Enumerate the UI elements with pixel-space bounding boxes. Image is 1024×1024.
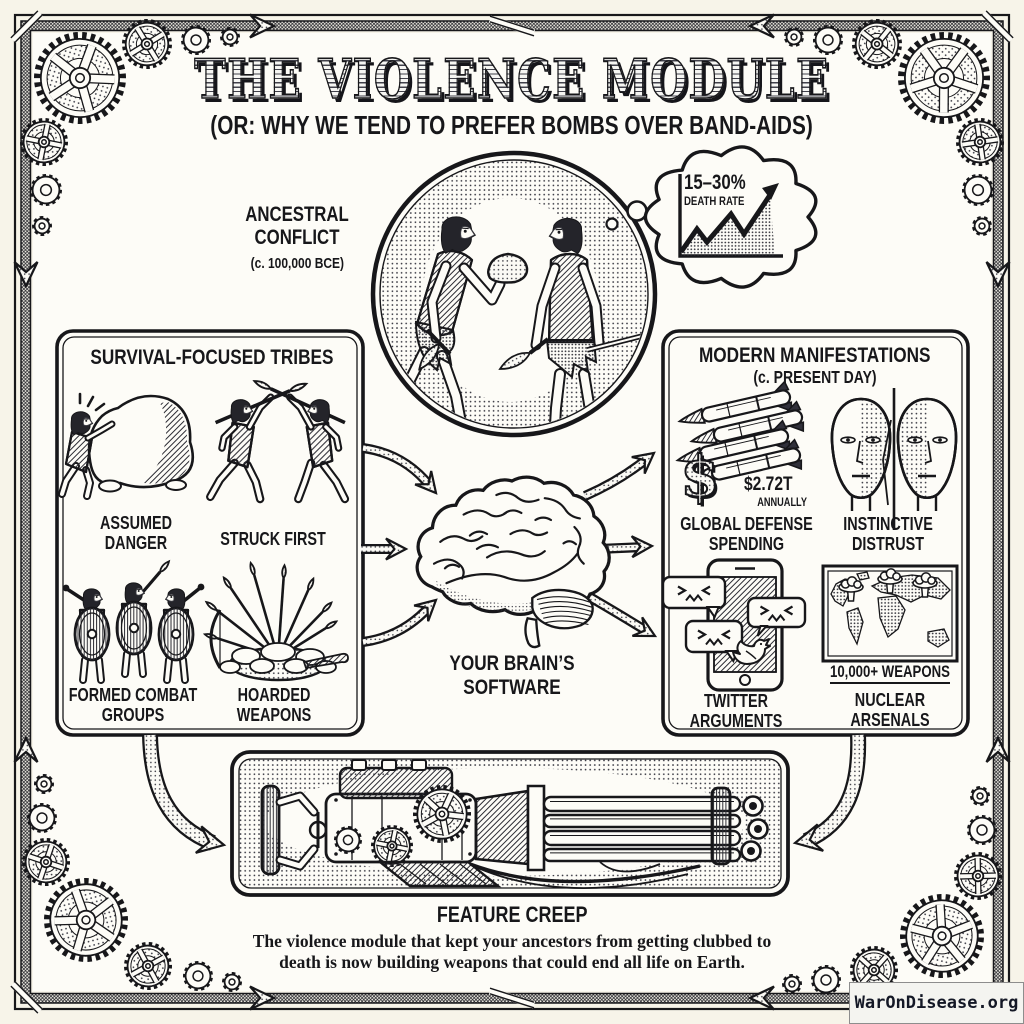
tribes-panel-title: SURVIVAL-FOCUSED TRIBES (90, 345, 334, 369)
dollar-sign-shadow: $ (683, 447, 722, 513)
world-map-mushroom-clouds-icon (821, 564, 959, 663)
gatling-gun-icon (260, 759, 769, 890)
dollar-sign: $ (681, 444, 720, 510)
ancestral-conflict-label: ANCESTRAL CONFLICT (245, 203, 349, 249)
modern-manifestations-panel: $$ (661, 329, 970, 737)
warriors-with-shields-icon (62, 559, 205, 684)
ancestral-conflict-era: (c. 100,000 BCE) (250, 255, 344, 272)
tribes-item-label-assumed-danger: ASSUMED DANGER (99, 513, 172, 553)
feature-creep-panel (230, 750, 790, 897)
death-rate-stat: 15–30% (684, 171, 746, 194)
page-title-text: THE VIOLENCE MODULE (194, 46, 830, 112)
modern-panel-subtitle: (c. PRESENT DAY) (753, 367, 877, 387)
page-title: THE VIOLENCE MODULE THE VIOLENCE MODULE (0, 46, 1024, 119)
pile-of-spears-icon (202, 560, 349, 682)
feature-creep-caption-line1: The violence module that kept your ances… (252, 931, 772, 951)
modern-item-label-instinctive-distrust: INSTINCTIVE DISTRUST (843, 514, 933, 554)
nuclear-weapons-stat: 10,000+ WEAPONS (790, 663, 990, 685)
spearmen-attacking-icon (206, 380, 350, 504)
phone-angry-tweets-icon (661, 558, 807, 692)
tribes-item-label-struck-first: STRUCK FIRST (220, 529, 326, 549)
twitter-bird-icon (732, 638, 771, 665)
defense-spending-stat: $2.72T (744, 473, 793, 495)
modern-panel-title: MODERN MANIFESTATIONS (699, 343, 931, 367)
page-title-shadow: THE VIOLENCE MODULE (198, 51, 833, 115)
tribes-item-label-hoarded-weapons: HOARDED WEAPONS (236, 685, 312, 725)
decorative-border (10, 10, 1014, 1014)
survival-tribes-panel (55, 329, 365, 737)
page-subtitle: (OR: WHY WE TEND TO PREFER BOMBS OVER BA… (210, 110, 814, 140)
modern-item-label-nuclear-arsenals: NUCLEAR ARSENALS (850, 690, 930, 730)
feature-creep-title: FEATURE CREEP (436, 902, 588, 927)
caveman-behind-rock-icon (58, 392, 195, 500)
death-rate-thought-bubble (605, 145, 818, 289)
modern-item-label-global-defense-spending: GLOBAL DEFENSE SPENDING (680, 514, 813, 554)
brain-label: YOUR BRAIN’S SOFTWARE (449, 651, 575, 699)
flow-arrows (142, 443, 867, 854)
missile-stack-dollar-icon: $$ (675, 380, 805, 513)
feature-creep-caption-line2: death is now building weapons that could… (279, 952, 745, 972)
death-rate-stat-label: DEATH RATE (684, 194, 745, 208)
defense-spending-stat-suffix: ANNUALLY (757, 497, 807, 509)
site-badge: WarOnDisease.org (849, 982, 1024, 1024)
modern-item-label-twitter-arguments: TWITTER ARGUMENTS (689, 691, 783, 731)
split-faces-icon (830, 388, 958, 530)
tribes-item-label-formed-combat-groups: FORMED COMBAT GROUPS (68, 685, 198, 725)
brain-icon (415, 475, 611, 649)
